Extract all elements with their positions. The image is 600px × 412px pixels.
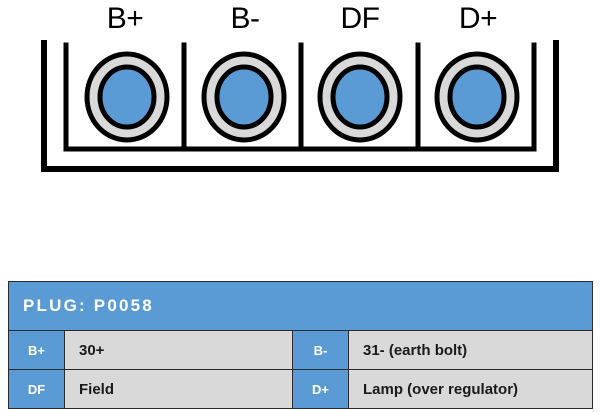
connector-diagram: B+ B- DF D+ [0,0,600,190]
pin-label-d-plus: D+ [458,2,498,35]
pin-socket-df[interactable] [317,51,403,143]
pin-socket-b-plus[interactable] [84,51,170,143]
pin-value-d-plus: Lamp (over regulator) [347,369,594,409]
pin-contact-b-plus [97,64,157,130]
table-row: DF Field D+ Lamp (over regulator) [8,369,594,409]
pin-key-b-plus: B+ [8,330,65,370]
plug-legend-table: PLUG: P0058 B+ 30+ B- 31- (earth bolt) D… [7,281,594,409]
pin-value-df: Field [64,369,293,409]
pin-label-b-plus: B+ [106,2,144,35]
connector-housing-graphic [41,40,559,172]
pin-contact-d-plus [447,64,507,130]
pin-socket-b-minus[interactable] [201,51,287,143]
pin-contact-b-minus [214,64,274,130]
pin-value-b-plus: 30+ [64,330,293,370]
connector-outer-housing [41,40,559,172]
pin-key-b-minus: B- [292,330,349,370]
pin-socket-d-plus[interactable] [434,51,520,143]
plug-header-title: PLUG: P0058 [7,281,594,331]
pin-value-b-minus: 31- (earth bolt) [347,330,594,370]
table-row: B+ 30+ B- 31- (earth bolt) [8,330,594,370]
pin-key-df: DF [8,369,65,409]
pin-contact-df [330,64,390,130]
pin-label-b-minus: B- [230,2,261,35]
pin-label-df: DF [340,2,381,35]
table-header-row: PLUG: P0058 [7,281,594,331]
pin-key-d-plus: D+ [292,369,349,409]
